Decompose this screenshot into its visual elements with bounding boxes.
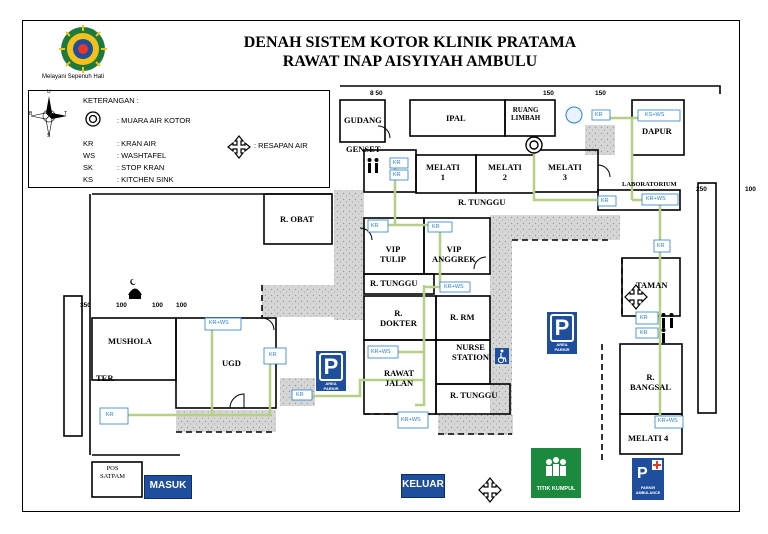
- room-pos-satpam: POS SATPAM: [100, 465, 126, 480]
- room-genset: GENSET: [346, 144, 381, 154]
- muara-main-icon: [525, 136, 543, 154]
- tap-label: KR+WS: [658, 418, 678, 424]
- compass-icon: [30, 96, 67, 137]
- muara-symbol-icon: [85, 111, 101, 127]
- legend-muara: : MUARA AIR KOTOR: [117, 116, 191, 125]
- room-melati-1: MELATI 1: [426, 162, 460, 182]
- resapan-taman-icon: [624, 284, 648, 310]
- tap-label: KR: [601, 198, 609, 204]
- dim-150-a: 150: [543, 90, 554, 97]
- parkir-ambulance-label: PARKIR AMBULANCE: [635, 486, 661, 495]
- limbah-logo-icon: [565, 106, 583, 124]
- dim-350: 350: [80, 302, 91, 309]
- dim-100-a: 100: [116, 302, 127, 309]
- room-ugd: UGD: [222, 358, 241, 368]
- legend-desc-kr: : KRAN AIR: [117, 139, 157, 148]
- tap-label: KR+WS: [371, 349, 391, 355]
- legend-code-kr: KR: [83, 139, 94, 148]
- resapan-icon: [478, 477, 502, 503]
- room-ter: TER: [96, 373, 114, 383]
- title-line-1: DENAH SISTEM KOTOR KLINIK PRATAMA: [243, 34, 577, 51]
- resapan-symbol-icon: [227, 135, 251, 159]
- dim-250: 250: [696, 186, 707, 193]
- tap-label: KR+WS: [401, 417, 421, 423]
- legend-title: KETERANGAN :: [83, 96, 139, 105]
- tap-boxes: [99, 109, 684, 429]
- tap-label: KR: [432, 224, 440, 230]
- page-title: DENAH SISTEM KOTOR KLINIK PRATAMA RAWAT …: [160, 33, 660, 71]
- parking-sign-left: P AREA PARKIR: [316, 351, 346, 391]
- room-dapur: DAPUR: [642, 126, 672, 136]
- tap-label: KR: [371, 223, 379, 229]
- dim-850: 8 50: [370, 90, 383, 97]
- compass-s: S: [47, 133, 51, 139]
- tap-label: KR: [595, 112, 603, 118]
- legend-code-ws: WS: [83, 151, 96, 160]
- room-ipal: IPAL: [446, 113, 466, 123]
- legend-box: U S B T KETERANGAN : : MUARA AIR KOTOR K…: [28, 89, 330, 188]
- room-gudang: GUDANG: [344, 115, 382, 125]
- tap-label: KS+WS: [645, 112, 665, 118]
- svg-text:P: P: [637, 465, 648, 482]
- tap-label: KR: [296, 392, 304, 398]
- room-tunggu-mid: R. TUNGGU: [370, 278, 418, 288]
- room-rm: R. RM: [450, 312, 475, 322]
- room-musholla: MUSHOLA: [108, 336, 152, 346]
- tap-label: KR: [657, 243, 665, 249]
- room-nurse-station: NURSE STATION: [452, 342, 490, 362]
- tap-label: KR: [269, 352, 277, 358]
- map-border: [22, 20, 740, 512]
- room-bangsal: R. BANGSAL: [630, 372, 672, 392]
- room-tunggu-top: R. TUNGGU: [458, 197, 506, 207]
- title-line-2: RAWAT INAP AISYIYAH AMBULU: [282, 53, 538, 70]
- compass-w: B: [29, 111, 33, 117]
- room-taman: TAMAN: [636, 280, 668, 290]
- compass-n: U: [47, 89, 51, 95]
- titik-kumpul-label: TITIK KUMPUL: [536, 486, 576, 492]
- logo-icon: [59, 25, 107, 73]
- masuk-sign: MASUK: [144, 475, 192, 499]
- room-dokter: R. DOKTER: [380, 308, 417, 328]
- tap-label: KR+WS: [209, 320, 229, 326]
- room-melati-4: MELATI 4: [628, 433, 669, 443]
- dim-100-b: 100: [152, 302, 163, 309]
- room-vip-tulip: VIP TULIP: [380, 244, 406, 264]
- legend-desc-ws: : WASHTAFEL: [117, 151, 167, 160]
- legend-desc-sk: : STOP KRAN: [117, 163, 165, 172]
- dim-100-right: 100: [745, 186, 756, 193]
- room-limbah: RUANG LIMBAH: [511, 106, 541, 122]
- room-tunggu-bottom: R. TUNGGU: [450, 390, 498, 400]
- tap-label: KR: [640, 330, 648, 336]
- tap-label: KR: [106, 412, 114, 418]
- toilet-icon: [367, 158, 674, 343]
- keluar-sign: KELUAR: [401, 474, 445, 498]
- tap-label: KR+WS: [444, 284, 464, 290]
- dim-100-c: 100: [176, 302, 187, 309]
- tap-label: KR: [393, 172, 401, 178]
- tap-label: KR: [640, 315, 648, 321]
- mosque-icon: [128, 278, 142, 299]
- tap-label: KR: [393, 160, 401, 166]
- compass-e: T: [64, 111, 68, 117]
- room-melati-3: MELATI 3: [548, 162, 582, 182]
- room-vip-anggrek: VIP ANGGREK: [432, 244, 476, 264]
- legend-code-sk: SK: [83, 163, 94, 172]
- legend-desc-ks: : KITCHEN SINK: [117, 175, 174, 184]
- tap-label: KR+WS: [646, 196, 666, 202]
- dim-150-b: 150: [595, 90, 606, 97]
- parking-sign-right: P AREA PARKIR: [547, 312, 577, 354]
- legend-resapan: : RESAPAN AIR: [254, 141, 308, 150]
- room-melati-2: MELATI 2: [488, 162, 522, 182]
- room-obat: R. OBAT: [280, 214, 314, 224]
- legend-code-ks: KS: [83, 175, 94, 184]
- tagline: Melayani Sepenuh Hati: [42, 74, 105, 80]
- room-laboratorium: LABORATORIUM: [622, 181, 677, 188]
- room-rawat-jalan: RAWAT JALAN: [384, 368, 415, 388]
